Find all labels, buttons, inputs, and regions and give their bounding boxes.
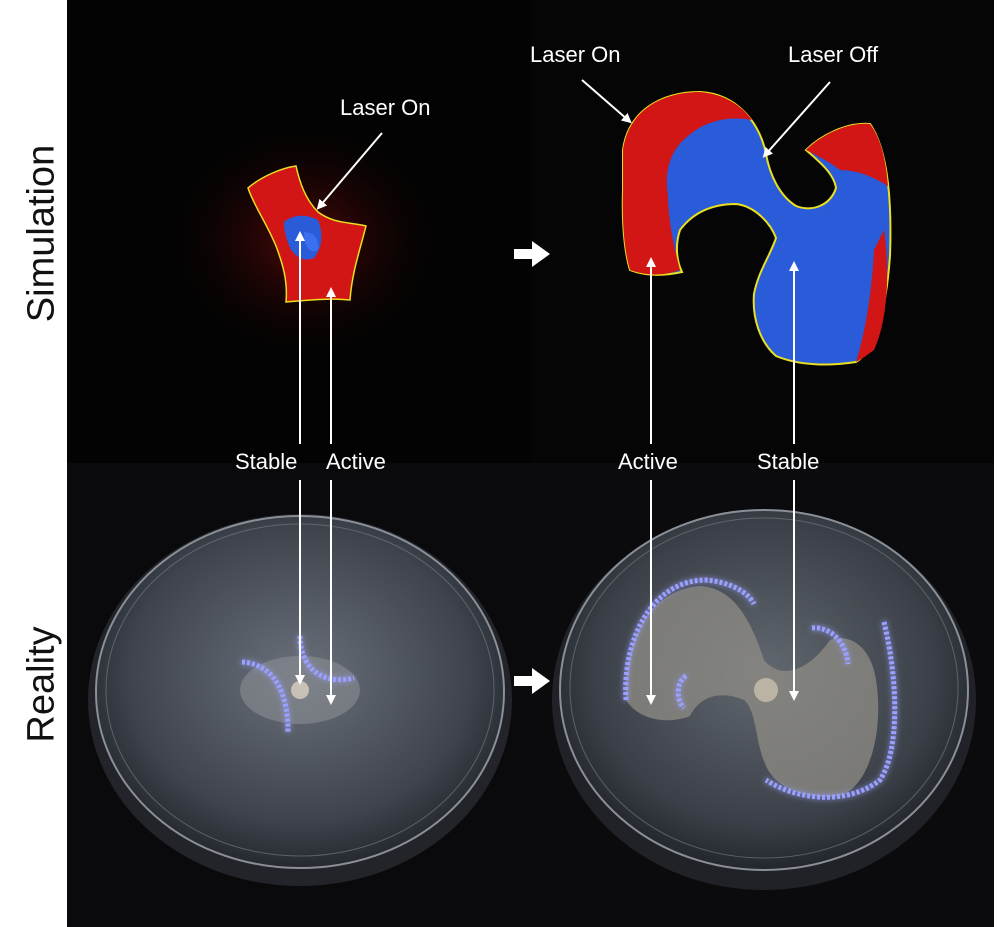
petri-dish-right bbox=[552, 509, 976, 890]
label-right-laser-on: Laser On bbox=[530, 42, 621, 67]
label-right-active: Active bbox=[618, 449, 678, 474]
label-left-laser-on: Laser On bbox=[340, 95, 431, 120]
arrow-right-laser-on bbox=[581, 79, 632, 124]
petri-dish-left bbox=[88, 514, 512, 886]
label-left-active: Active bbox=[326, 449, 386, 474]
arrow-right-laser-off bbox=[762, 81, 831, 158]
arrow-left-laser-on bbox=[316, 132, 383, 210]
panel-simulation-right bbox=[531, 0, 994, 463]
label-right-laser-off: Laser Off bbox=[788, 42, 879, 67]
label-left-stable: Stable bbox=[235, 449, 297, 474]
simulation-colony-right bbox=[621, 90, 892, 366]
label-right-stable: Stable bbox=[757, 449, 819, 474]
progression-arrow-top bbox=[514, 241, 550, 267]
progression-arrow-bottom bbox=[514, 668, 550, 694]
